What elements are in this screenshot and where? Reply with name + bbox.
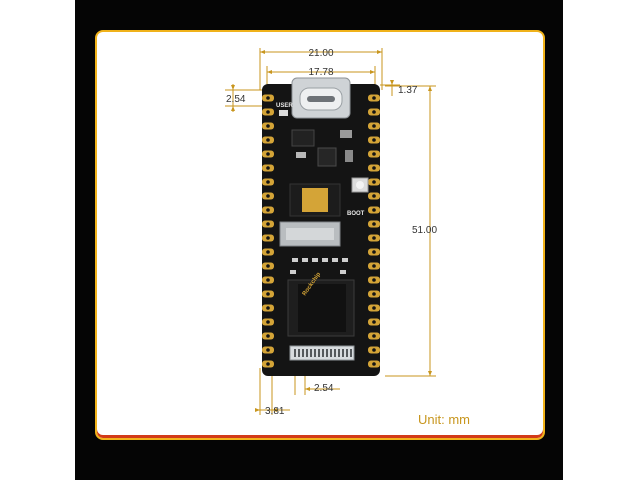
right-pin-pad-hole — [372, 292, 376, 296]
right-pin-pad-hole — [372, 306, 376, 310]
left-pin-pad-hole — [266, 236, 270, 240]
left-pin-pads — [262, 94, 274, 368]
right-pin-pad-hole — [372, 152, 376, 156]
left-pin-pad-hole — [266, 362, 270, 366]
dim-bottom-offset: 3.81 — [265, 406, 285, 417]
left-pin-pad-hole — [266, 292, 270, 296]
fpc-pin — [298, 349, 300, 357]
left-pin-pad-hole — [266, 194, 270, 198]
dim-pin-pitch: 2.54 — [314, 383, 334, 394]
left-pin-pad-hole — [266, 278, 270, 282]
boot-label: BOOT — [347, 211, 365, 217]
fpc-pin — [334, 349, 336, 357]
left-pin-pad-hole — [266, 180, 270, 184]
right-pin-pad-hole — [372, 278, 376, 282]
left-pin-pad-hole — [266, 110, 270, 114]
fpc-pin — [338, 349, 340, 357]
right-pin-pad-hole — [372, 124, 376, 128]
left-pin-pad-hole — [266, 320, 270, 324]
right-pin-pad-hole — [372, 166, 376, 170]
dim-pin-row-spacing: 17.78 — [308, 67, 333, 78]
dim-board-width: 21.00 — [308, 48, 333, 59]
left-pin-pad-hole — [266, 152, 270, 156]
dimension-arrows — [231, 50, 432, 412]
fpc-pin — [306, 349, 308, 357]
left-pin-pad-hole — [266, 96, 270, 100]
user-button — [279, 110, 288, 116]
right-pin-pad-hole — [372, 334, 376, 338]
fpc-pin — [310, 349, 312, 357]
right-pin-pad-hole — [372, 250, 376, 254]
right-pin-pad-hole — [372, 320, 376, 324]
left-pin-pad-hole — [266, 222, 270, 226]
right-pin-pad-hole — [372, 362, 376, 366]
left-pin-pad-hole — [266, 306, 270, 310]
dim-board-length: 51.00 — [412, 225, 437, 236]
pmic-chip — [317, 147, 337, 167]
right-pin-pad-hole — [372, 348, 376, 352]
fpc-pin — [314, 349, 316, 357]
right-pin-pad-hole — [372, 236, 376, 240]
right-pin-pad-hole — [372, 96, 376, 100]
dim-edge-offset: 1.37 — [398, 85, 418, 96]
fpc-pin — [322, 349, 324, 357]
fpc-pin — [342, 349, 344, 357]
fpc-pin — [326, 349, 328, 357]
left-pin-pad-hole — [266, 264, 270, 268]
right-pin-pad-hole — [372, 194, 376, 198]
unit-label: Unit: mm — [418, 412, 470, 427]
fpc-pin — [330, 349, 332, 357]
fpc-pin — [294, 349, 296, 357]
user-label: USER — [276, 103, 293, 109]
left-pin-pad-hole — [266, 208, 270, 212]
left-pin-pad-hole — [266, 124, 270, 128]
fpc-pin — [350, 349, 352, 357]
left-pin-pad-hole — [266, 348, 270, 352]
fpc-pin — [302, 349, 304, 357]
right-pin-pad-hole — [372, 180, 376, 184]
right-pin-pad-hole — [372, 110, 376, 114]
right-pin-pad-hole — [372, 222, 376, 226]
left-pin-pad-hole — [266, 334, 270, 338]
right-pin-pads — [368, 94, 380, 368]
fpc-pin — [318, 349, 320, 357]
left-pin-pad-hole — [266, 166, 270, 170]
fpc-pins — [294, 349, 352, 357]
flash-chip — [302, 188, 328, 212]
left-pin-pad-hole — [266, 138, 270, 142]
right-pin-pad-hole — [372, 138, 376, 142]
left-pin-pad-hole — [266, 250, 270, 254]
right-pin-pad-hole — [372, 208, 376, 212]
dim-top-offset: 2.54 — [226, 94, 246, 105]
right-pin-pad-hole — [372, 264, 376, 268]
fpc-pin — [346, 349, 348, 357]
pcb-board: USER BOOT Rockchip — [262, 77, 380, 376]
